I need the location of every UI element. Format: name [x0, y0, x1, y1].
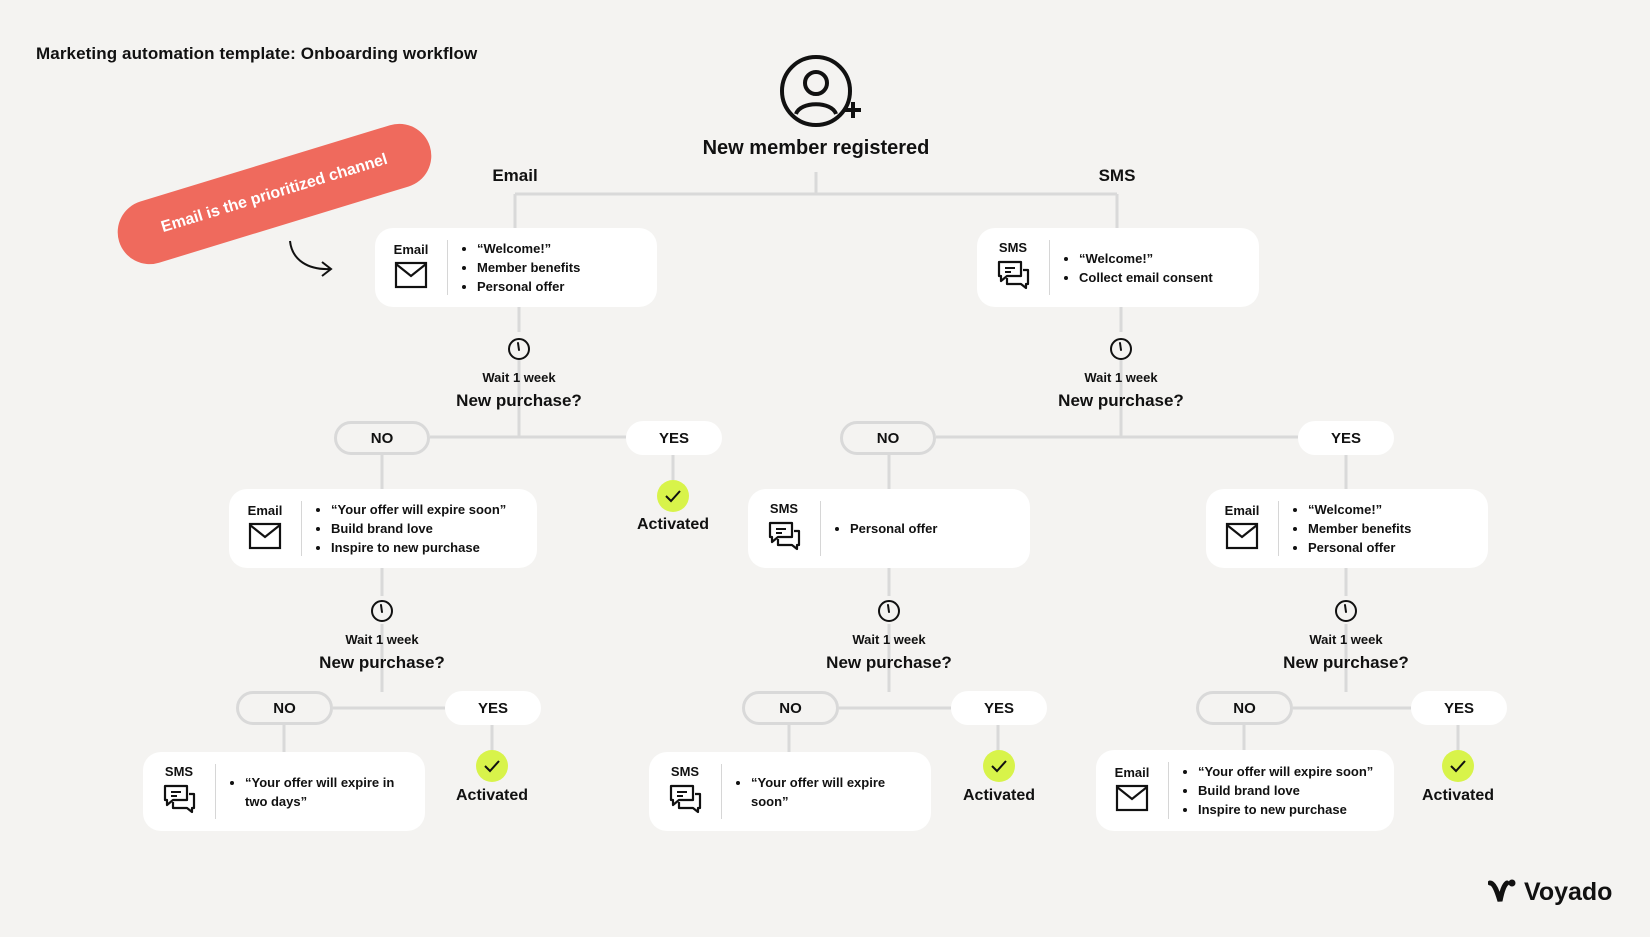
channel-label: SMS: [998, 239, 1028, 255]
activated-label: Activated: [1421, 787, 1495, 804]
voyado-logo: Voyado: [1488, 877, 1612, 907]
card-bullet: Personal offer: [477, 277, 647, 296]
card-bullet: “Welcome!”: [1308, 500, 1478, 519]
question-label: New purchase?: [456, 391, 582, 410]
chat-icon: [667, 783, 703, 820]
card-bullets: Personal offer: [838, 489, 1020, 568]
clock-icon: [370, 599, 394, 628]
channel-label: Email: [1224, 502, 1260, 518]
question-label: New purchase?: [1058, 391, 1184, 410]
clock-icon: [1109, 337, 1133, 366]
card-divider: [447, 240, 448, 295]
wait-label: Wait 1 week: [1309, 632, 1383, 647]
card-sms-welcome: SMS “Welcome!”Collect email consent: [977, 228, 1259, 307]
card-email-welcome: Email “Welcome!”Member benefitsPersonal o…: [375, 228, 657, 307]
check-icon: [983, 750, 1015, 782]
no-pill: NO: [840, 421, 936, 455]
card-bullet: “Welcome!”: [477, 239, 647, 258]
card-bullets: “Your offer will expire soon”Build brand…: [319, 489, 527, 568]
card-bullet: Member benefits: [477, 258, 647, 277]
check-icon: [1442, 750, 1474, 782]
mail-icon: [1225, 522, 1259, 555]
card-bullet: Member benefits: [1308, 519, 1478, 538]
wait-label: Wait 1 week: [345, 632, 419, 647]
card-bullet: “Your offer will expire soon”: [1198, 762, 1384, 781]
voyado-logo-mark-icon: [1488, 879, 1516, 902]
activated-label: Activated: [962, 787, 1036, 804]
brand-name: Voyado: [1524, 877, 1613, 906]
card-sms-expire-soon: SMS “Your offer will expire soon”: [649, 752, 931, 831]
card-bullets: “Your offer will expire soon”Build brand…: [1186, 750, 1384, 831]
clock-icon: [877, 599, 901, 628]
yes-pill: YES: [626, 421, 722, 455]
card-bullets: “Your offer will expire soon”: [739, 752, 921, 831]
card-bullet: “Your offer will expire soon”: [331, 500, 527, 519]
channel-label: Email: [1114, 764, 1150, 780]
card-bullet: Collect email consent: [1079, 268, 1249, 287]
channel-label: Email: [393, 241, 429, 257]
card-bullets: “Welcome!”Collect email consent: [1067, 228, 1249, 307]
yes-pill: YES: [951, 691, 1047, 725]
root-label: New member registered: [702, 137, 930, 159]
card-bullet: “Your offer will expire in two days”: [245, 773, 415, 811]
clock-icon: [507, 337, 531, 366]
check-icon: [476, 750, 508, 782]
question-label: New purchase?: [1283, 653, 1409, 672]
card-bullet: “Your offer will expire soon”: [751, 773, 921, 811]
yes-pill: YES: [1298, 421, 1394, 455]
card-divider: [820, 501, 821, 556]
card-divider: [1278, 501, 1279, 556]
card-bullets: “Your offer will expire in two days”: [233, 752, 415, 831]
question-label: New purchase?: [319, 653, 445, 672]
card-email-expire-soon: Email “Your offer will expire soon”Build …: [1096, 750, 1394, 831]
card-divider: [1049, 240, 1050, 295]
card-bullets: “Welcome!”Member benefitsPersonal offer: [1296, 489, 1478, 568]
curved-arrow-icon: [286, 238, 338, 283]
wait-label: Wait 1 week: [852, 632, 926, 647]
card-email-offer-expire: Email “Your offer will expire soon”Build …: [229, 489, 537, 568]
no-pill: NO: [236, 691, 333, 725]
card-divider: [721, 764, 722, 819]
card-email-welcome-2: Email “Welcome!”Member benefitsPersonal o…: [1206, 489, 1488, 568]
chat-icon: [766, 520, 802, 557]
branch-label-email: Email: [492, 166, 538, 185]
card-sms-personal-offer: SMS Personal offer: [748, 489, 1030, 568]
card-bullet: Build brand love: [331, 519, 527, 538]
mail-icon: [248, 522, 282, 555]
clock-icon: [1334, 599, 1358, 628]
card-bullet: Inspire to new purchase: [331, 538, 527, 557]
channel-label: Email: [247, 502, 283, 518]
card-bullet: “Welcome!”: [1079, 249, 1249, 268]
no-pill: NO: [742, 691, 839, 725]
page-title: Marketing automation template: Onboardin…: [36, 44, 478, 63]
card-bullet: Personal offer: [1308, 538, 1478, 557]
new-member-icon: [778, 54, 862, 133]
card-bullet: Inspire to new purchase: [1198, 800, 1384, 819]
card-bullet: Build brand love: [1198, 781, 1384, 800]
channel-label: SMS: [670, 763, 700, 779]
chat-icon: [995, 259, 1031, 296]
chat-icon: [161, 783, 197, 820]
mail-icon: [394, 261, 428, 294]
card-sms-expire-two-days: SMS “Your offer will expire in two days”: [143, 752, 425, 831]
card-bullets: “Welcome!”Member benefitsPersonal offer: [465, 228, 647, 307]
card-divider: [215, 764, 216, 819]
activated-label: Activated: [455, 787, 529, 804]
channel-label: SMS: [164, 763, 194, 779]
channel-label: SMS: [769, 500, 799, 516]
wait-label: Wait 1 week: [1084, 370, 1158, 385]
check-icon: [657, 480, 689, 512]
question-label: New purchase?: [826, 653, 952, 672]
no-pill: NO: [1196, 691, 1293, 725]
mail-icon: [1115, 784, 1149, 817]
no-pill: NO: [334, 421, 430, 455]
wait-label: Wait 1 week: [482, 370, 556, 385]
yes-pill: YES: [1411, 691, 1507, 725]
yes-pill: YES: [445, 691, 541, 725]
branch-label-sms: SMS: [1098, 166, 1136, 185]
card-bullet: Personal offer: [850, 519, 1020, 538]
activated-label: Activated: [636, 516, 710, 533]
card-divider: [1168, 762, 1169, 819]
card-divider: [301, 501, 302, 556]
